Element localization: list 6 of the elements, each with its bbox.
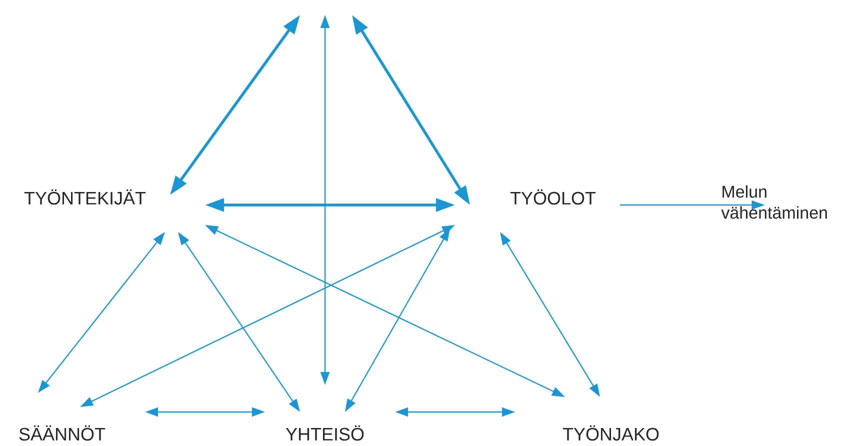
text-label: YHTEISÖ [286,425,364,441]
text-label: TYÖNJAKO [562,425,659,441]
text-label: TYÖNTEKIJÄT [24,189,146,205]
text-label: Melun vähentäminen [721,185,827,219]
text-label: SÄÄNNÖT [19,425,106,441]
text-label: TYÖOLOT [510,189,596,205]
